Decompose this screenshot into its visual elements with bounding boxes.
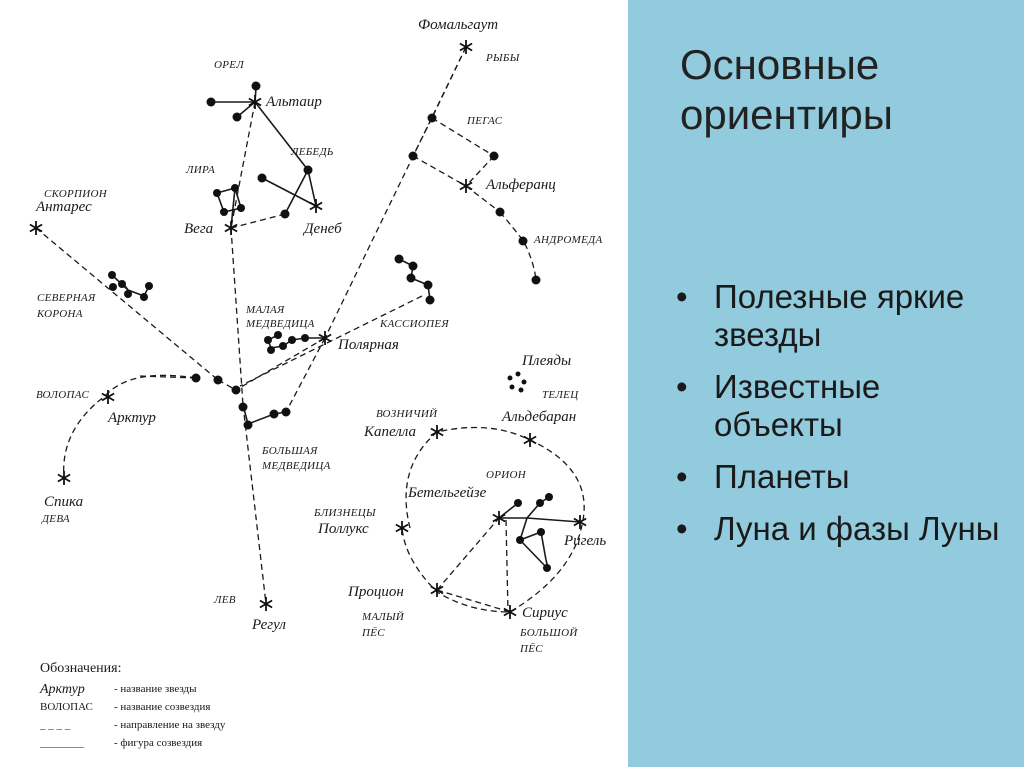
star-dots [108, 81, 553, 572]
constellation-figures [111, 87, 581, 569]
constellation-label-corona-1: СЕВЕРНАЯ [37, 292, 96, 304]
constellation-label-canis-major-1: БОЛЬШОЙ [519, 627, 578, 639]
star-mark-sirius [503, 605, 517, 619]
bullet-icon: • [676, 368, 688, 405]
bullet-icon: • [676, 458, 688, 495]
constellation-label-corona-2: КОРОНА [36, 308, 83, 320]
bright-stars [29, 40, 587, 619]
constellation-label-ursa-major-2: МЕДВЕДИЦА [261, 460, 331, 472]
bullet-text: Полезные яркие звезды [714, 278, 965, 353]
bullet-text: Известные объекты [714, 368, 881, 443]
constellation-label-virgo: ДЕВА [41, 513, 70, 525]
star-map-panel: Фомальгаут РЫБЫ ОРЕЛ Альтаир ПЕГАС ЛЕБЕД… [29, 17, 607, 749]
star-mark-vega [224, 221, 238, 235]
star-mark-procyon [430, 583, 444, 597]
constellation-label-lyra: ЛИРА [185, 164, 215, 176]
star-label-aldebaran: Альдебаран [501, 409, 576, 425]
bullet-icon: • [676, 278, 688, 315]
star-label-sirius: Сириус [522, 605, 568, 621]
star-mark-capella [430, 425, 444, 439]
star-mark-betelgeuse [492, 511, 506, 525]
bullet-item: • Луна и фазы Луны [672, 510, 1012, 548]
constellation-label-cassiopeia: КАССИОПЕЯ [379, 318, 449, 330]
star-label-antares: Антарес [35, 199, 92, 215]
constellation-label-ursa-minor-2: МЕДВЕДИЦА [245, 318, 315, 330]
star-mark-arcturus [101, 390, 115, 404]
legend-text-star: - название звезды [114, 683, 197, 695]
star-label-polaris: Полярная [337, 337, 399, 353]
map-labels: Фомальгаут РЫБЫ ОРЕЛ Альтаир ПЕГАС ЛЕБЕД… [35, 17, 606, 655]
star-mark-pollux [395, 521, 409, 535]
legend-text-figure: - фигура созвездия [114, 737, 202, 749]
star-mark-alpheratz [459, 179, 473, 193]
legend-sample-constellation: ВОЛОПАС [40, 701, 93, 713]
star-map: Фомальгаут РЫБЫ ОРЕЛ Альтаир ПЕГАС ЛЕБЕД… [29, 17, 606, 749]
constellation-label-aquila: ОРЕЛ [214, 59, 244, 71]
constellation-label-bootes: ВОЛОПАС [36, 389, 89, 401]
constellation-label-ursa-major-1: БОЛЬШАЯ [261, 445, 318, 457]
star-label-rigel: Ригель [563, 533, 606, 549]
bullet-item: • Полезные яркие звезды [672, 278, 1012, 354]
legend-text-direction: - направление на звезду [114, 719, 226, 731]
star-mark-rigel [573, 515, 587, 529]
constellation-label-ursa-minor-1: МАЛАЯ [245, 304, 285, 316]
star-mark-antares [29, 221, 43, 235]
star-label-altair: Альтаир [265, 94, 322, 110]
constellation-label-canis-minor-1: МАЛЫЙ [361, 611, 405, 623]
star-mark-aldebaran [523, 433, 537, 447]
star-label-procyon: Процион [347, 584, 404, 600]
star-label-vega: Вега [184, 221, 213, 237]
bullet-item: • Известные объекты [672, 368, 1012, 444]
legend-sample-figure: ________ [39, 737, 85, 749]
star-label-regulus: Регул [251, 617, 286, 633]
star-label-capella: Капелла [363, 424, 416, 440]
constellation-label-scorpius: СКОРПИОН [44, 188, 108, 200]
side-panel: Основные ориентиры • Полезные яркие звезд… [628, 0, 1024, 767]
constellation-label-taurus: ТЕЛЕЦ [542, 389, 579, 401]
legend-heading: Обозначения: [40, 661, 121, 676]
star-mark-altair [248, 95, 262, 109]
constellation-label-orion: ОРИОН [486, 469, 527, 481]
bullet-list: • Полезные яркие звезды • Известные объект… [672, 278, 1012, 562]
constellation-label-pleiades: Плеяды [521, 353, 571, 369]
legend-sample-star: Арктур [39, 682, 85, 697]
star-mark-spica [57, 471, 71, 485]
constellation-label-canis-major-2: ПЁС [519, 643, 543, 655]
star-mark-regulus [259, 597, 273, 611]
bullet-icon: • [676, 510, 688, 547]
star-mark-polaris [318, 331, 332, 345]
constellation-label-andromeda: АНДРОМЕДА [533, 234, 602, 246]
star-mark-fomalhaut [459, 40, 473, 54]
constellation-label-canis-minor-2: ПЁС [361, 627, 385, 639]
legend-sample-direction: _ _ _ _ [39, 719, 71, 731]
star-label-spica: Спика [44, 494, 83, 510]
star-mark-deneb [309, 199, 323, 213]
constellation-label-leo: ЛЕВ [213, 594, 236, 606]
star-label-alpheratz: Альферанц [485, 177, 556, 193]
constellation-label-gemini: БЛИЗНЕЦЫ [313, 507, 377, 519]
constellation-label-pegasus: ПЕГАС [466, 115, 503, 127]
bullet-text: Луна и фазы Луны [714, 510, 1000, 547]
constellation-label-cygnus: ЛЕБЕДЬ [290, 146, 334, 158]
star-label-arcturus: Арктур [107, 410, 156, 426]
constellation-label-pisces: РЫБЫ [485, 52, 521, 64]
legend: Обозначения: Арктур - название звезды ВО… [39, 661, 226, 749]
bullet-text: Планеты [714, 458, 850, 495]
legend-text-constellation: - название созвездия [114, 701, 210, 713]
slide-title: Основные ориентиры [680, 41, 893, 138]
constellation-label-auriga: ВОЗНИЧИЙ [376, 408, 438, 420]
star-label-pollux: Поллукс [317, 521, 369, 537]
star-label-betelgeuse: Бетельгейзе [407, 485, 487, 501]
star-label-fomalhaut: Фомальгаут [418, 17, 498, 33]
bullet-item: • Планеты [672, 458, 1012, 496]
star-label-deneb: Денеб [302, 221, 342, 237]
